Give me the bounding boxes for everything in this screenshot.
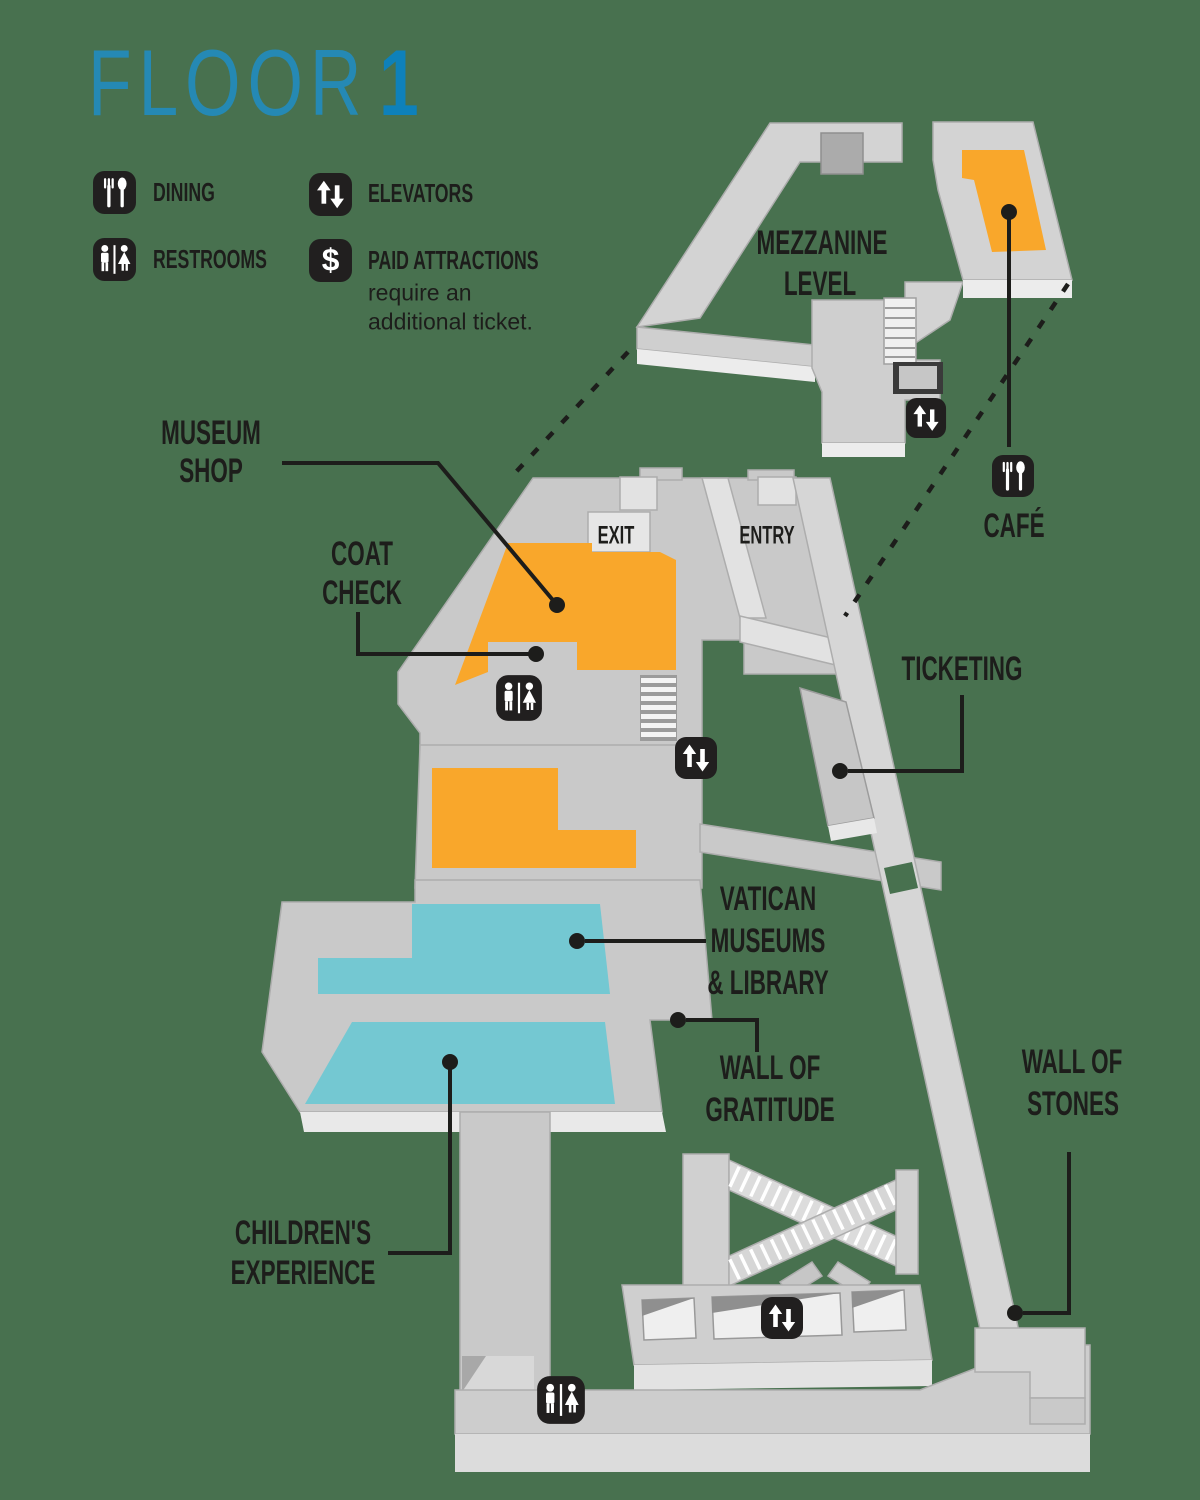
wall-stub [757, 476, 797, 506]
entry-label: ENTRY [739, 521, 795, 550]
childrens-experience-label: EXPERIENCE [230, 1254, 376, 1292]
coat-check-label: CHECK [322, 574, 402, 612]
gratitude-connector [686, 1018, 759, 1052]
coat-check-connector [356, 612, 532, 656]
childrens-connector [388, 1062, 452, 1255]
exit-entry-divider-wall [701, 477, 767, 619]
elevator-bank-face [634, 1360, 932, 1390]
legend-dining-label: DINING [153, 177, 215, 207]
vatican-museums-label: & LIBRARY [707, 964, 829, 1002]
legend-restrooms-label: RESTROOMS [153, 244, 267, 274]
exit-label: EXIT [597, 521, 635, 550]
vatican-museums-area [318, 904, 610, 994]
cafe-area [962, 150, 1046, 252]
coat-check-label: COAT [331, 535, 393, 573]
elevators-icon [308, 172, 353, 217]
dining-icon [92, 170, 137, 215]
childrens-experience-label: CHILDREN'S [234, 1214, 372, 1252]
vatican-museums-label: VATICAN [719, 880, 817, 918]
title-floor-number: 1 [378, 30, 419, 135]
mezzanine-block-face [822, 443, 905, 457]
wall-stub [619, 476, 658, 511]
dining-icon [991, 454, 1035, 498]
paid-attractions-icon [308, 238, 353, 283]
mezzanine-level-plan [635, 121, 1073, 457]
elevators-icon [905, 397, 947, 439]
museum-shop-label: SHOP [179, 452, 243, 490]
restrooms-icon [496, 675, 542, 721]
museum-shop-area [455, 543, 676, 685]
museum-shop-label: MUSEUM [161, 414, 261, 452]
mezzanine-arm-face [637, 349, 815, 382]
museum-shop-connector [282, 461, 559, 607]
cafe-label: CAFÉ [983, 507, 1045, 545]
wall-of-stones-label: STONES [1027, 1085, 1119, 1123]
mezzanine-level-label: LEVEL [783, 265, 857, 303]
legend-elevators-label: ELEVATORS [368, 178, 474, 208]
elevators-icon [761, 1297, 803, 1339]
title-word: FLOOR [88, 30, 369, 135]
elevators-icon [675, 737, 717, 779]
legend-paid-attractions-label: PAID ATTRACTIONS [368, 245, 539, 275]
ticketing-desk-face [828, 818, 877, 841]
label-connectors [282, 212, 1071, 1315]
legend-paid-note-line2: additional ticket. [368, 308, 533, 335]
mezzanine-alignment-dashes [513, 282, 1070, 618]
grand-stair-landing [682, 1153, 730, 1295]
wall-of-gratitude-label: GRATITUDE [705, 1091, 835, 1129]
mezzanine-level-label: MEZZANINE [756, 224, 888, 262]
restrooms-icon [537, 1376, 585, 1424]
cafe-wing-face [963, 280, 1072, 298]
grand-stair-landing [895, 1169, 919, 1275]
ticketing-connector [848, 695, 964, 773]
vatican-museums-label: MUSEUMS [710, 922, 826, 960]
south-corridor-face [455, 1434, 1090, 1472]
restrooms-icon [92, 237, 137, 282]
wall-of-gratitude-label: WALL OF [719, 1049, 821, 1087]
mezzanine-walkway [635, 122, 903, 328]
childrens-experience-area [305, 1022, 615, 1104]
south-connector-hall [459, 1111, 551, 1393]
connector-dots [442, 204, 1023, 1321]
east-wall-gap [884, 862, 918, 894]
wall-of-stones-label: WALL OF [1021, 1043, 1123, 1081]
mezzanine-skylight-notch [820, 132, 864, 175]
legend-paid-note-line1: require an [368, 279, 472, 306]
ticketing-label: TICKETING [901, 650, 1023, 688]
stones-connector [1023, 1152, 1071, 1315]
shop-area-lower [432, 768, 636, 868]
